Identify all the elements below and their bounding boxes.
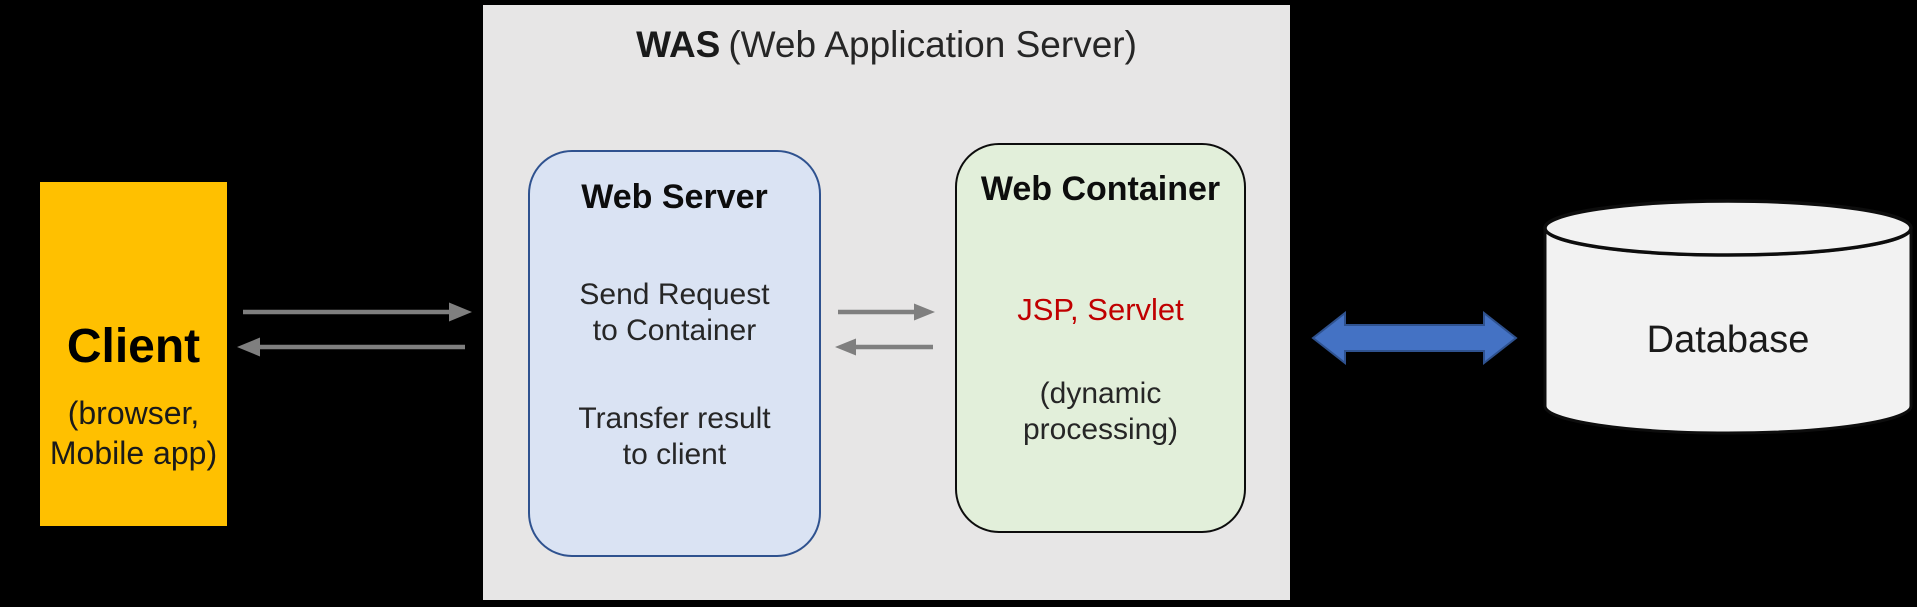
client-subtitle: (browser, Mobile app): [40, 393, 227, 473]
database-cylinder-icon: [1543, 199, 1913, 435]
arrow-right-icon: [838, 303, 935, 321]
web-server-text-request-line-1: Send Request: [579, 278, 770, 311]
webserver-container-arrows: [835, 303, 935, 356]
web-container-subtitle-line-2: processing): [1022, 413, 1179, 446]
web-server-text-request-line-2: to Container: [592, 314, 757, 347]
web-server-node: Web Server Send Request to Container Tra…: [528, 150, 821, 557]
web-container-subtitle-line-1: (dynamic: [1039, 377, 1162, 410]
was-title-acronym: WAS: [636, 24, 721, 65]
web-server-text-transfer-line-2: to client: [622, 438, 727, 471]
web-container-title: Web Container: [980, 170, 1221, 208]
web-server-text-transfer: Transfer result to client: [530, 401, 819, 473]
web-container-subtitle: (dynamic processing): [957, 376, 1244, 448]
client-subtitle-line-2: Mobile app): [49, 435, 218, 471]
client-node: Client (browser, Mobile app): [40, 182, 227, 526]
client-title: Client: [66, 320, 201, 373]
client-was-arrows: [237, 302, 472, 357]
arrow-right-icon: [243, 302, 472, 322]
jsp-servlet-label: JSP, Servlet: [1017, 292, 1184, 327]
web-server-text-request: Send Request to Container: [530, 277, 819, 349]
was-database-double-arrow-icon: [1311, 311, 1518, 365]
web-container-node: Web Container JSP, Servlet (dynamic proc…: [955, 143, 1246, 533]
was-title-expansion: (Web Application Server): [728, 24, 1137, 65]
arrow-left-icon: [835, 338, 933, 356]
was-title: WAS(Web Application Server): [483, 22, 1290, 68]
client-subtitle-line-1: (browser,: [67, 395, 200, 431]
arrow-left-icon: [237, 337, 465, 357]
web-server-title: Web Server: [581, 178, 768, 216]
web-server-text-transfer-line-1: Transfer result: [578, 402, 771, 435]
database-title: Database: [1646, 319, 1810, 361]
